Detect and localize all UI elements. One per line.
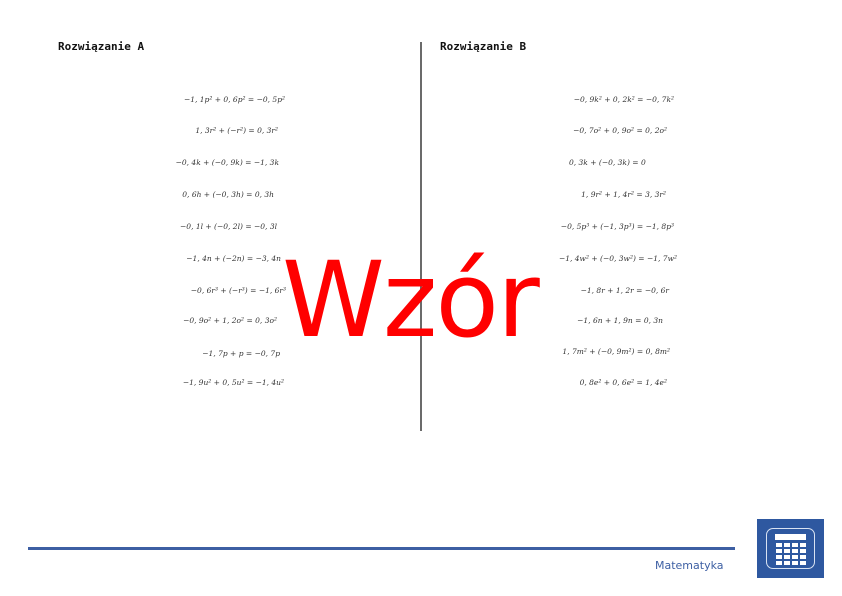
equation: −1, 4w² + (−0, 3w²) = −1, 7w²: [558, 254, 677, 263]
column-divider: [420, 42, 422, 431]
equation: −0, 5p³ + (−1, 3p³) = −1, 8p³: [560, 222, 674, 231]
equation: −1, 8r + 1, 2r = −0, 6r: [580, 286, 669, 295]
equation: 0, 8e² + 0, 6e² = 1, 4e²: [579, 378, 667, 387]
heading-solution-b: Rozwiązanie B: [440, 40, 527, 53]
equation: −0, 9k² + 0, 2k² = −0, 7k²: [573, 95, 674, 104]
footer-subject: Matematyka: [655, 559, 724, 572]
equation: −0, 7o² + 0, 9o² = 0, 2o²: [573, 126, 667, 135]
equation: −0, 9o² + 1, 2o² = 0, 3o²: [183, 316, 277, 325]
equation: 0, 3k + (−0, 3k) = 0: [569, 158, 646, 167]
equation: −0, 6r³ + (−r³) = −1, 6r³: [190, 286, 286, 295]
equation: 1, 9r² + 1, 4r² = 3, 3r²: [581, 190, 666, 199]
calculator-icon: [757, 519, 824, 578]
equation: −0, 4k + (−0, 9k) = −1, 3k: [175, 158, 279, 167]
equation: 1, 7m² + (−0, 9m²) = 0, 8m²: [562, 347, 670, 356]
calculator-keys: [776, 543, 806, 565]
calculator-body: [766, 528, 815, 569]
equation: −1, 4n + (−2n) = −3, 4n: [186, 254, 281, 263]
calculator-screen: [775, 534, 806, 540]
footer-line: [28, 547, 735, 550]
equation: −1, 6n + 1, 9n = 0, 3n: [577, 316, 663, 325]
equation: −1, 9u² + 0, 5u² = −1, 4u²: [182, 378, 284, 387]
equation: −0, 1l + (−0, 2l) = −0, 3l: [180, 222, 277, 231]
equation: 1, 3r² + (−r²) = 0, 3r²: [195, 126, 278, 135]
equation: −1, 1p² + 0, 6p² = −0, 5p²: [183, 95, 285, 104]
heading-solution-a: Rozwiązanie A: [58, 40, 145, 53]
equation: −1, 7p + p = −0, 7p: [202, 349, 280, 358]
equation: 0, 6h + (−0, 3h) = 0, 3h: [182, 190, 274, 199]
watermark: Wzór: [282, 239, 540, 361]
